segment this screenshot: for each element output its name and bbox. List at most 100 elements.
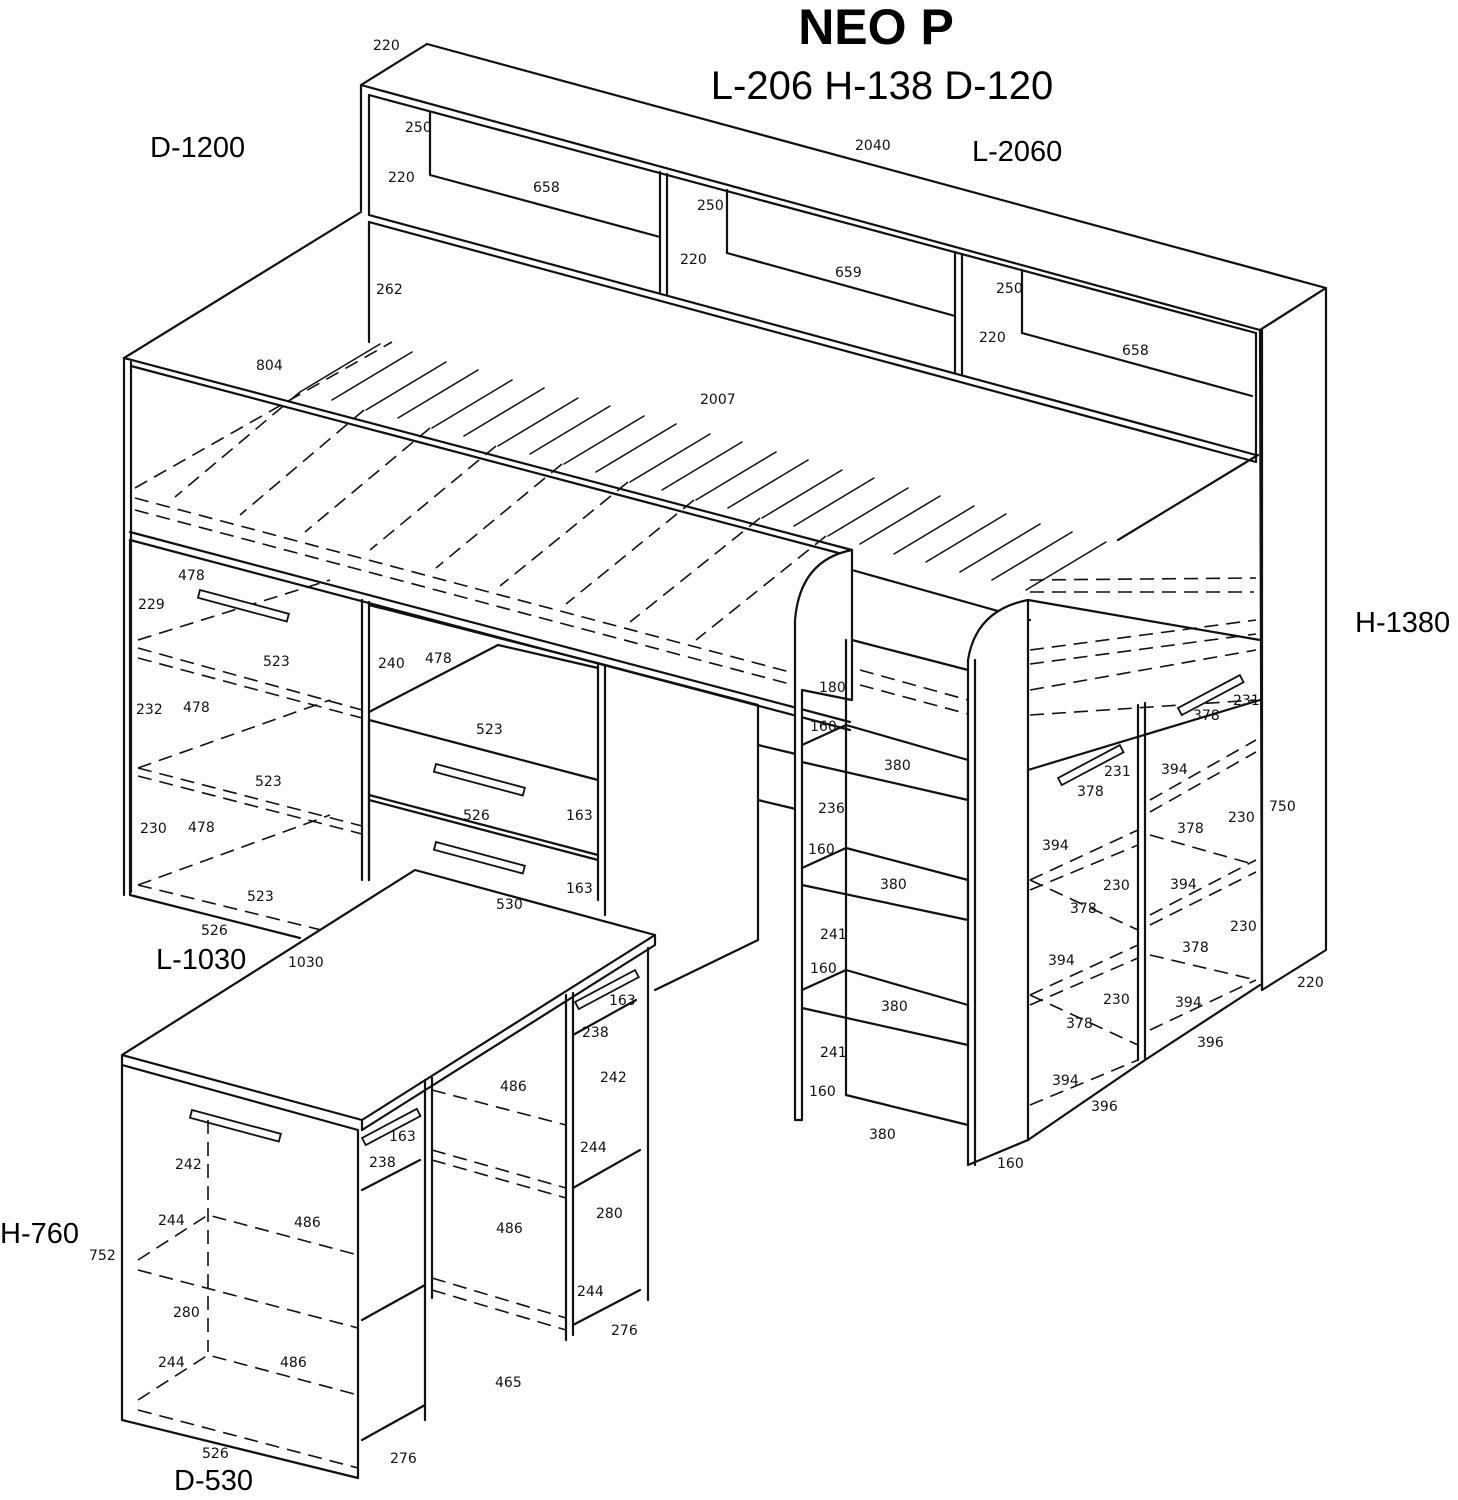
- dim-ladder-w2: 380: [880, 877, 907, 893]
- dim-ladder-g2: 241: [820, 927, 847, 943]
- dim-ladder-g3: 241: [820, 1045, 847, 1061]
- dim-open-w: 523: [476, 722, 503, 738]
- dim-drawer1-h: 163: [566, 808, 593, 824]
- dim-ladder-s4: 160: [809, 1084, 836, 1100]
- label-desk-height: H-760: [0, 1218, 79, 1250]
- dim-shelf1-h: 250: [405, 120, 432, 136]
- dim-drawer2-h: 163: [566, 881, 593, 897]
- dim-dk-238b: 238: [369, 1155, 396, 1171]
- dim-cab-a2: 232: [136, 702, 163, 718]
- dim-rc-378e: 378: [1182, 940, 1209, 956]
- dim-dk-163b: 163: [389, 1129, 416, 1145]
- dim-dk-276a: 276: [611, 1323, 638, 1339]
- dim-rc-378d: 378: [1070, 901, 1097, 917]
- bed-slats: [134, 341, 1257, 716]
- dim-ladder-g1: 236: [818, 801, 845, 817]
- dim-dk-486b: 486: [496, 1221, 523, 1237]
- dim-dk-526: 526: [202, 1446, 229, 1462]
- dim-rc-230b: 230: [1103, 878, 1130, 894]
- drawing-title: NEO P: [798, 0, 954, 55]
- dim-shelf3-h: 250: [996, 281, 1023, 297]
- dim-dk-276b: 276: [390, 1451, 417, 1467]
- dim-cab-c3: 523: [247, 889, 274, 905]
- dim-rc-230c: 230: [1230, 919, 1257, 935]
- dim-dk-244a: 244: [580, 1140, 607, 1156]
- dim-rc-230a: 230: [1228, 810, 1255, 826]
- dim-cab-b2: 478: [183, 700, 210, 716]
- dim-ladder-w4: 380: [869, 1127, 896, 1143]
- dim-dk-465: 465: [495, 1375, 522, 1391]
- dim-ladder-w1: 380: [884, 758, 911, 774]
- dim-rc-231a: 231: [1233, 693, 1260, 709]
- dim-cab-bottom: 526: [201, 923, 228, 939]
- dim-dk-280a: 280: [596, 1206, 623, 1222]
- dim-open-d: 478: [425, 651, 452, 667]
- dim-cab-a1: 478: [178, 568, 205, 584]
- dim-dk-242b: 242: [175, 1157, 202, 1173]
- dim-shelf2-h: 250: [697, 198, 724, 214]
- dim-rc-394b: 394: [1042, 838, 1069, 854]
- label-desk-depth: D-530: [174, 1465, 253, 1497]
- dim-shelf3-d: 220: [979, 330, 1006, 346]
- dim-shelf1-w: 658: [533, 180, 560, 196]
- dim-rc-230d: 230: [1103, 992, 1130, 1008]
- dim-dk-163a: 163: [609, 993, 636, 1009]
- dim-ladder-side: 160: [997, 1156, 1024, 1172]
- dim-rc-378c: 378: [1177, 821, 1204, 837]
- dim-rc-side-depth: 220: [1297, 975, 1324, 991]
- dim-rc-394c: 394: [1170, 877, 1197, 893]
- dim-rc-378f: 378: [1066, 1016, 1093, 1032]
- drawer-unit: [367, 643, 600, 882]
- dim-cab-c1: 523: [263, 654, 290, 670]
- label-bed-height: H-1380: [1355, 607, 1450, 639]
- dim-rc-231b: 231: [1104, 764, 1131, 780]
- dim-cab-b3: 478: [188, 820, 215, 836]
- dim-cab-c2: 523: [255, 774, 282, 790]
- dim-dk-280b: 280: [173, 1305, 200, 1321]
- dim-rc-750: 750: [1269, 799, 1296, 815]
- dim-dk-244b: 244: [577, 1284, 604, 1300]
- dim-dk-242a: 242: [600, 1070, 627, 1086]
- dim-ladder-top: 180: [819, 680, 846, 696]
- dim-drawer-depth: 530: [496, 897, 523, 913]
- dim-top-shelf-length: 2040: [855, 138, 891, 154]
- dim-cab-a3: 230: [140, 821, 167, 837]
- dim-dk-244d: 244: [158, 1355, 185, 1371]
- dim-cab-b1: 229: [138, 597, 165, 613]
- dim-desk-length: 1030: [288, 955, 324, 971]
- dim-shelf1-d: 220: [388, 170, 415, 186]
- right-side-panel: [1258, 286, 1328, 992]
- dim-shelf2-d: 220: [680, 252, 707, 268]
- label-bed-depth: D-1200: [150, 132, 245, 164]
- dim-ladder-s2: 160: [808, 842, 835, 858]
- label-desk-length: L-1030: [156, 944, 246, 976]
- dim-rc-394f: 394: [1052, 1073, 1079, 1089]
- dim-dk-486a: 486: [500, 1079, 527, 1095]
- dim-shelf3-w: 658: [1122, 343, 1149, 359]
- dim-rc-394d: 394: [1048, 953, 1075, 969]
- dim-rc-378b: 378: [1077, 784, 1104, 800]
- dim-rc-394a: 394: [1161, 762, 1188, 778]
- dim-dk-486d: 486: [280, 1355, 307, 1371]
- dim-ladder-s3: 160: [810, 961, 837, 977]
- dim-head-panel-h: 262: [376, 282, 403, 298]
- label-bed-length: L-2060: [972, 136, 1062, 168]
- desk: [120, 868, 657, 1480]
- right-cabinet: [1026, 673, 1262, 1142]
- ladder: [793, 548, 1030, 1167]
- dim-mattress-length: 2007: [700, 392, 736, 408]
- middle-support: [603, 663, 802, 992]
- dim-top-shelf-depth: 220: [373, 38, 400, 54]
- dim-dk-244c: 244: [158, 1213, 185, 1229]
- drawing-subtitle: L-206 H-138 D-120: [711, 64, 1053, 108]
- dim-shelf2-w: 659: [835, 265, 862, 281]
- left-cabinet: [128, 538, 607, 941]
- dim-ladder-s1: 160: [810, 719, 837, 735]
- dim-bed-width: 804: [256, 358, 283, 374]
- dim-open-h: 240: [378, 656, 405, 672]
- dim-rc-396a: 396: [1197, 1035, 1224, 1051]
- dim-dk-486c: 486: [294, 1215, 321, 1231]
- dim-rc-378a: 378: [1193, 708, 1220, 724]
